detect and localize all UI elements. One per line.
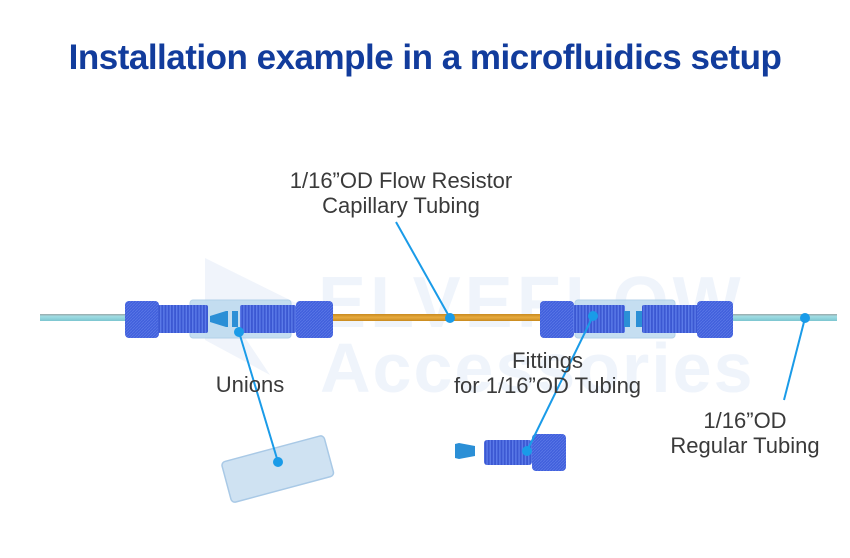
- callout-dot-flow-resistor: [445, 313, 455, 323]
- label-flow-resistor-line1: 1/16”OD Flow Resistor: [289, 168, 513, 193]
- label-fittings: Fittings for 1/16”OD Tubing: [420, 348, 675, 398]
- fitting-left-2: [240, 301, 333, 338]
- capillary-tubing: [333, 314, 543, 321]
- fitting-right-2: [642, 301, 733, 338]
- fitting-left-1: [125, 301, 208, 338]
- callout-dot-fittings: [588, 311, 598, 321]
- callout-dot-unions-loose: [273, 457, 283, 467]
- callout-line-unions: [238, 331, 279, 463]
- label-regular-tubing-line2: Regular Tubing: [670, 433, 820, 458]
- label-flow-resistor: 1/16”OD Flow Resistor Capillary Tubing: [256, 168, 546, 218]
- loose-union: [221, 435, 335, 503]
- regular-tubing-left: [40, 314, 130, 321]
- loose-ferrule-icon: [455, 443, 475, 459]
- watermark-subtitle: Accessories: [320, 329, 755, 407]
- ferrule-left-icon: [210, 311, 228, 327]
- label-regular-tubing: 1/16”OD Regular Tubing: [650, 408, 840, 458]
- fitting-right-1: [540, 301, 625, 338]
- label-unions: Unions: [200, 372, 300, 397]
- label-fittings-line2: for 1/16”OD Tubing: [453, 373, 642, 398]
- label-fittings-line1: Fittings: [512, 348, 583, 373]
- callout-dot-regular-tubing: [800, 313, 810, 323]
- callout-dot-fittings-loose: [522, 446, 532, 456]
- label-regular-tubing-line1: 1/16”OD: [703, 408, 787, 433]
- label-unions-line1: Unions: [215, 372, 285, 397]
- callout-line-regular-tubing: [783, 317, 806, 401]
- page-title: Installation example in a microfluidics …: [68, 38, 782, 77]
- loose-fitting: [455, 434, 566, 471]
- callout-line-flow-resistor: [395, 221, 451, 319]
- regular-tubing-right: [733, 314, 837, 321]
- callout-line-fittings: [526, 315, 594, 452]
- label-flow-resistor-line2: Capillary Tubing: [322, 193, 480, 218]
- callout-dot-unions: [234, 327, 244, 337]
